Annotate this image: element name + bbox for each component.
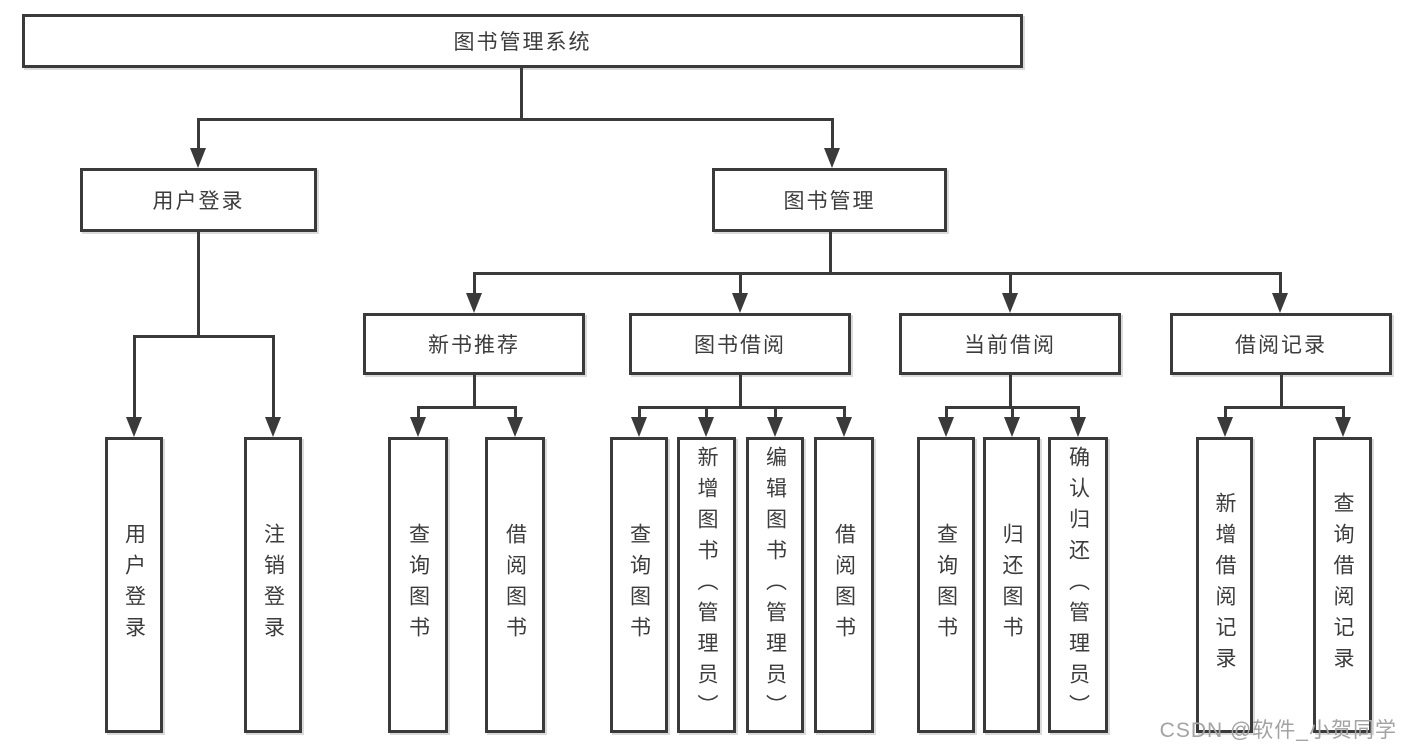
connector-arrowhead [1217,417,1233,437]
connector-arrowhead [1002,293,1018,313]
leaf-records-add-record: 新增借阅记录 [1196,437,1253,733]
connector-arrowhead [1272,293,1288,313]
connector-line [1279,272,1282,295]
node-borrowing-records: 借阅记录 [1170,313,1392,375]
connector-line [1280,375,1283,408]
connector-arrowhead [466,293,482,313]
connector-arrowhead [190,148,206,168]
connector-arrowhead [938,417,954,437]
connector-arrowhead [824,148,840,168]
connector-arrowhead [836,417,852,437]
node-label: 注销登录 [261,523,285,647]
node-label: 编辑图书（管理员） [763,445,787,725]
connector-line [831,118,834,150]
node-label: 借阅记录 [1235,334,1327,357]
connector-arrowhead [265,417,281,437]
node-label: 查询图书 [627,523,651,647]
node-label: 查询图书 [406,523,430,647]
connector-line [272,335,275,417]
connector-line [638,406,845,409]
connector-line [705,406,708,419]
node-label: 归还图书 [1000,523,1023,647]
connector-line [739,272,742,295]
leaf-records-query-record: 查询借阅记录 [1313,437,1372,733]
node-new-book-recommend: 新书推荐 [363,313,585,375]
leaf-current-confirm-return-admin: 确认归还（管理员） [1048,437,1108,733]
node-current-borrowing: 当前借阅 [899,313,1121,375]
connector-line [197,118,200,150]
connector-line [843,406,846,419]
connector-arrowhead [631,417,647,437]
connector-line [1009,375,1012,408]
leaf-newbook-query-books: 查询图书 [388,437,448,733]
node-label: 确认归还（管理员） [1066,445,1090,725]
leaf-borrow-borrow-books: 借阅图书 [814,437,874,733]
connector-line [514,406,517,419]
connector-arrowhead [1335,417,1351,437]
node-label: 图书管理系统 [453,31,592,54]
connector-line [417,406,517,409]
node-label: 用户登录 [152,190,245,213]
connector-line [774,406,777,419]
node-label: 当前借阅 [964,334,1056,357]
connector-line [133,335,274,338]
leaf-current-return-books: 归还图书 [983,437,1040,733]
connector-arrowhead [126,417,142,437]
connector-line [417,406,420,419]
node-label: 查询借阅记录 [1331,492,1354,678]
node-label: 借阅图书 [503,523,527,647]
connector-line [1009,272,1012,295]
node-label: 新增图书（管理员） [695,445,718,725]
connector-arrowhead [1070,417,1086,437]
connector-arrowhead [767,417,783,437]
connector-line [739,375,742,408]
node-book-borrowing: 图书借阅 [629,313,851,375]
node-label: 图书借阅 [694,334,786,357]
connector-line [1224,406,1345,409]
connector-line [638,406,641,419]
connector-line [473,272,1281,275]
connector-line [1011,406,1014,419]
connector-line [1342,406,1345,419]
connector-arrowhead [732,293,748,313]
node-user-login: 用户登录 [80,168,317,232]
node-book-management: 图书管理 [712,168,947,232]
node-label: 新书推荐 [428,334,520,357]
connector-line [133,335,136,417]
node-library-management-system: 图书管理系统 [22,14,1023,68]
connector-line [520,68,523,119]
leaf-current-query-books: 查询图书 [917,437,975,733]
connector-arrowhead [1004,417,1020,437]
node-label: 查询图书 [934,523,958,647]
connector-line [197,232,200,337]
connector-line [473,272,476,295]
leaf-borrow-add-books-admin: 新增图书（管理员） [677,437,736,733]
node-label: 用户登录 [122,523,146,647]
leaf-newbook-borrow-books: 借阅图书 [485,437,545,733]
node-label: 图书管理 [783,190,876,213]
connector-line [829,232,832,274]
connector-line [945,406,948,419]
node-label: 新增借阅记录 [1213,492,1236,678]
connector-line [473,375,476,408]
leaf-user-login: 用户登录 [105,437,163,733]
connector-line [1077,406,1080,419]
connector-arrowhead [507,417,523,437]
connector-line [1224,406,1227,419]
connector-line [197,118,833,121]
leaf-logout: 注销登录 [244,437,302,733]
connector-arrowhead [698,417,714,437]
node-label: 借阅图书 [832,523,856,647]
leaf-borrow-query-books: 查询图书 [610,437,668,733]
connector-arrowhead [410,417,426,437]
leaf-borrow-edit-books-admin: 编辑图书（管理员） [746,437,804,733]
